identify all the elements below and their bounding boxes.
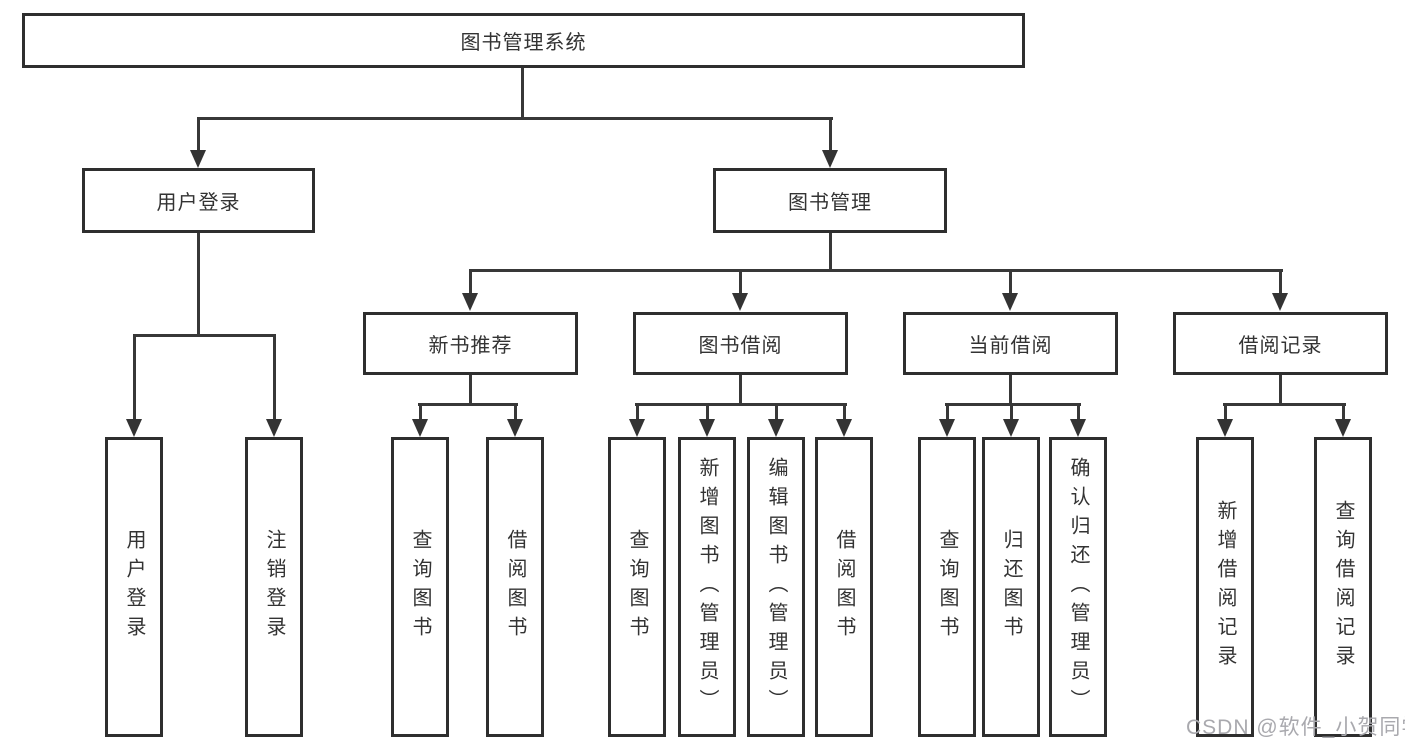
node-box-leaf-return-books: 归还图书 (982, 437, 1040, 737)
connector-stem-current-borrowing (1009, 269, 1012, 293)
node-label-borrowing-records: 借阅记录 (1238, 335, 1323, 357)
connector-stem-leaf (706, 403, 709, 419)
node-box-leaf-query-books-rec: 查询图书 (391, 437, 449, 737)
arrowhead-down-icon (412, 419, 428, 437)
node-box-user-login: 用户登录 (82, 168, 315, 233)
node-box-leaf-logout: 注销登录 (245, 437, 303, 737)
node-label-leaf-add-books-admin: 新增图书（管理员） (696, 456, 718, 718)
connector-stem-new-book-recommendation (469, 269, 472, 293)
connector-recommendation-bar (418, 403, 518, 406)
connector-current-stem (1009, 375, 1012, 406)
arrowhead-down-icon (699, 419, 715, 437)
node-box-book-management: 图书管理 (713, 168, 947, 233)
connector-stem-book-borrowing (739, 269, 742, 293)
node-box-book-borrowing: 图书借阅 (633, 312, 848, 375)
arrowhead-down-icon (1272, 293, 1288, 311)
connector-stem-leaf (1077, 403, 1080, 419)
connector-records-stem (1279, 375, 1282, 406)
connector-stem-leaf (419, 403, 422, 419)
arrowhead-down-icon (629, 419, 645, 437)
connector-recommendation-stem (469, 375, 472, 406)
node-label-leaf-query-books-rec: 查询图书 (409, 529, 431, 645)
node-label-leaf-confirm-return-admin: 确认归还（管理员） (1067, 456, 1089, 718)
connector-stem-leaf (636, 403, 639, 419)
arrowhead-down-icon (462, 293, 478, 311)
arrowhead-down-icon (266, 419, 282, 437)
node-label-book-borrowing: 图书借阅 (698, 335, 783, 357)
node-box-leaf-borrow-books: 借阅图书 (815, 437, 873, 737)
connector-stem-leaf (1010, 403, 1013, 419)
connector-borrowing-bar (635, 403, 847, 406)
arrowhead-down-icon (126, 419, 142, 437)
node-label-current-borrowing: 当前借阅 (968, 335, 1053, 357)
connector-user-login-bar (133, 334, 276, 337)
connector-records-bar (1223, 403, 1346, 406)
node-label-user-login: 用户登录 (156, 192, 241, 214)
arrowhead-down-icon (836, 419, 852, 437)
connector-stem-leaf (514, 403, 517, 419)
node-label-leaf-query-books-current: 查询图书 (936, 529, 958, 645)
arrowhead-down-icon (939, 419, 955, 437)
node-label-leaf-borrow-books: 借阅图书 (833, 529, 855, 645)
connector-current-bar (945, 403, 1081, 406)
node-label-leaf-add-borrow-record: 新增借阅记录 (1214, 500, 1236, 674)
arrowhead-down-icon (822, 150, 838, 168)
arrowhead-down-icon (507, 419, 523, 437)
node-box-leaf-confirm-return-admin: 确认归还（管理员） (1049, 437, 1107, 737)
node-label-library-system: 图书管理系统 (460, 32, 587, 54)
connector-book-management-stem (829, 233, 832, 272)
connector-user-login-stem (197, 233, 200, 337)
arrowhead-down-icon (1070, 419, 1086, 437)
connector-level2-bar (197, 117, 833, 120)
arrowhead-down-icon (190, 150, 206, 168)
node-label-leaf-borrow-books-rec: 借阅图书 (504, 529, 526, 645)
node-label-leaf-logout: 注销登录 (263, 529, 285, 645)
node-box-leaf-user-login: 用户登录 (105, 437, 163, 737)
node-label-leaf-edit-books-admin: 编辑图书（管理员） (765, 456, 787, 718)
node-box-leaf-add-borrow-record: 新增借阅记录 (1196, 437, 1254, 737)
connector-level3-bar (469, 269, 1283, 272)
node-label-leaf-query-books-borrowing: 查询图书 (626, 529, 648, 645)
connector-stem-leaf (843, 403, 846, 419)
node-box-leaf-query-books-current: 查询图书 (918, 437, 976, 737)
connector-stem-leaf-user-login (133, 334, 136, 419)
node-label-leaf-user-login: 用户登录 (123, 529, 145, 645)
connector-root-stem (521, 68, 524, 120)
connector-borrowing-stem (739, 375, 742, 406)
arrowhead-down-icon (732, 293, 748, 311)
connector-stem-book-management (829, 117, 832, 152)
node-box-borrowing-records: 借阅记录 (1173, 312, 1388, 375)
node-box-leaf-query-books-borrowing: 查询图书 (608, 437, 666, 737)
node-label-book-management: 图书管理 (788, 192, 872, 214)
arrowhead-down-icon (1217, 419, 1233, 437)
arrowhead-down-icon (768, 419, 784, 437)
node-box-leaf-edit-books-admin: 编辑图书（管理员） (747, 437, 805, 737)
node-label-leaf-return-books: 归还图书 (1000, 529, 1022, 645)
connector-stem-user-login (197, 117, 200, 152)
connector-stem-leaf (946, 403, 949, 419)
arrowhead-down-icon (1003, 419, 1019, 437)
node-box-new-book-recommendation: 新书推荐 (363, 312, 578, 375)
arrowhead-down-icon (1335, 419, 1351, 437)
connector-stem-leaf-logout (273, 334, 276, 419)
node-box-library-system: 图书管理系统 (22, 13, 1025, 68)
watermark-text: CSDN @软件_小贺同学 (1186, 716, 1405, 739)
node-box-leaf-borrow-books-rec: 借阅图书 (486, 437, 544, 737)
connector-stem-borrowing-records (1279, 269, 1282, 293)
node-box-current-borrowing: 当前借阅 (903, 312, 1118, 375)
arrowhead-down-icon (1002, 293, 1018, 311)
connector-stem-leaf (1342, 403, 1345, 419)
connector-stem-leaf (1224, 403, 1227, 419)
node-box-leaf-query-borrow-record: 查询借阅记录 (1314, 437, 1372, 737)
node-label-leaf-query-borrow-record: 查询借阅记录 (1332, 500, 1354, 674)
node-label-new-book-recommendation: 新书推荐 (428, 335, 513, 357)
node-box-leaf-add-books-admin: 新增图书（管理员） (678, 437, 736, 737)
connector-stem-leaf (775, 403, 778, 419)
